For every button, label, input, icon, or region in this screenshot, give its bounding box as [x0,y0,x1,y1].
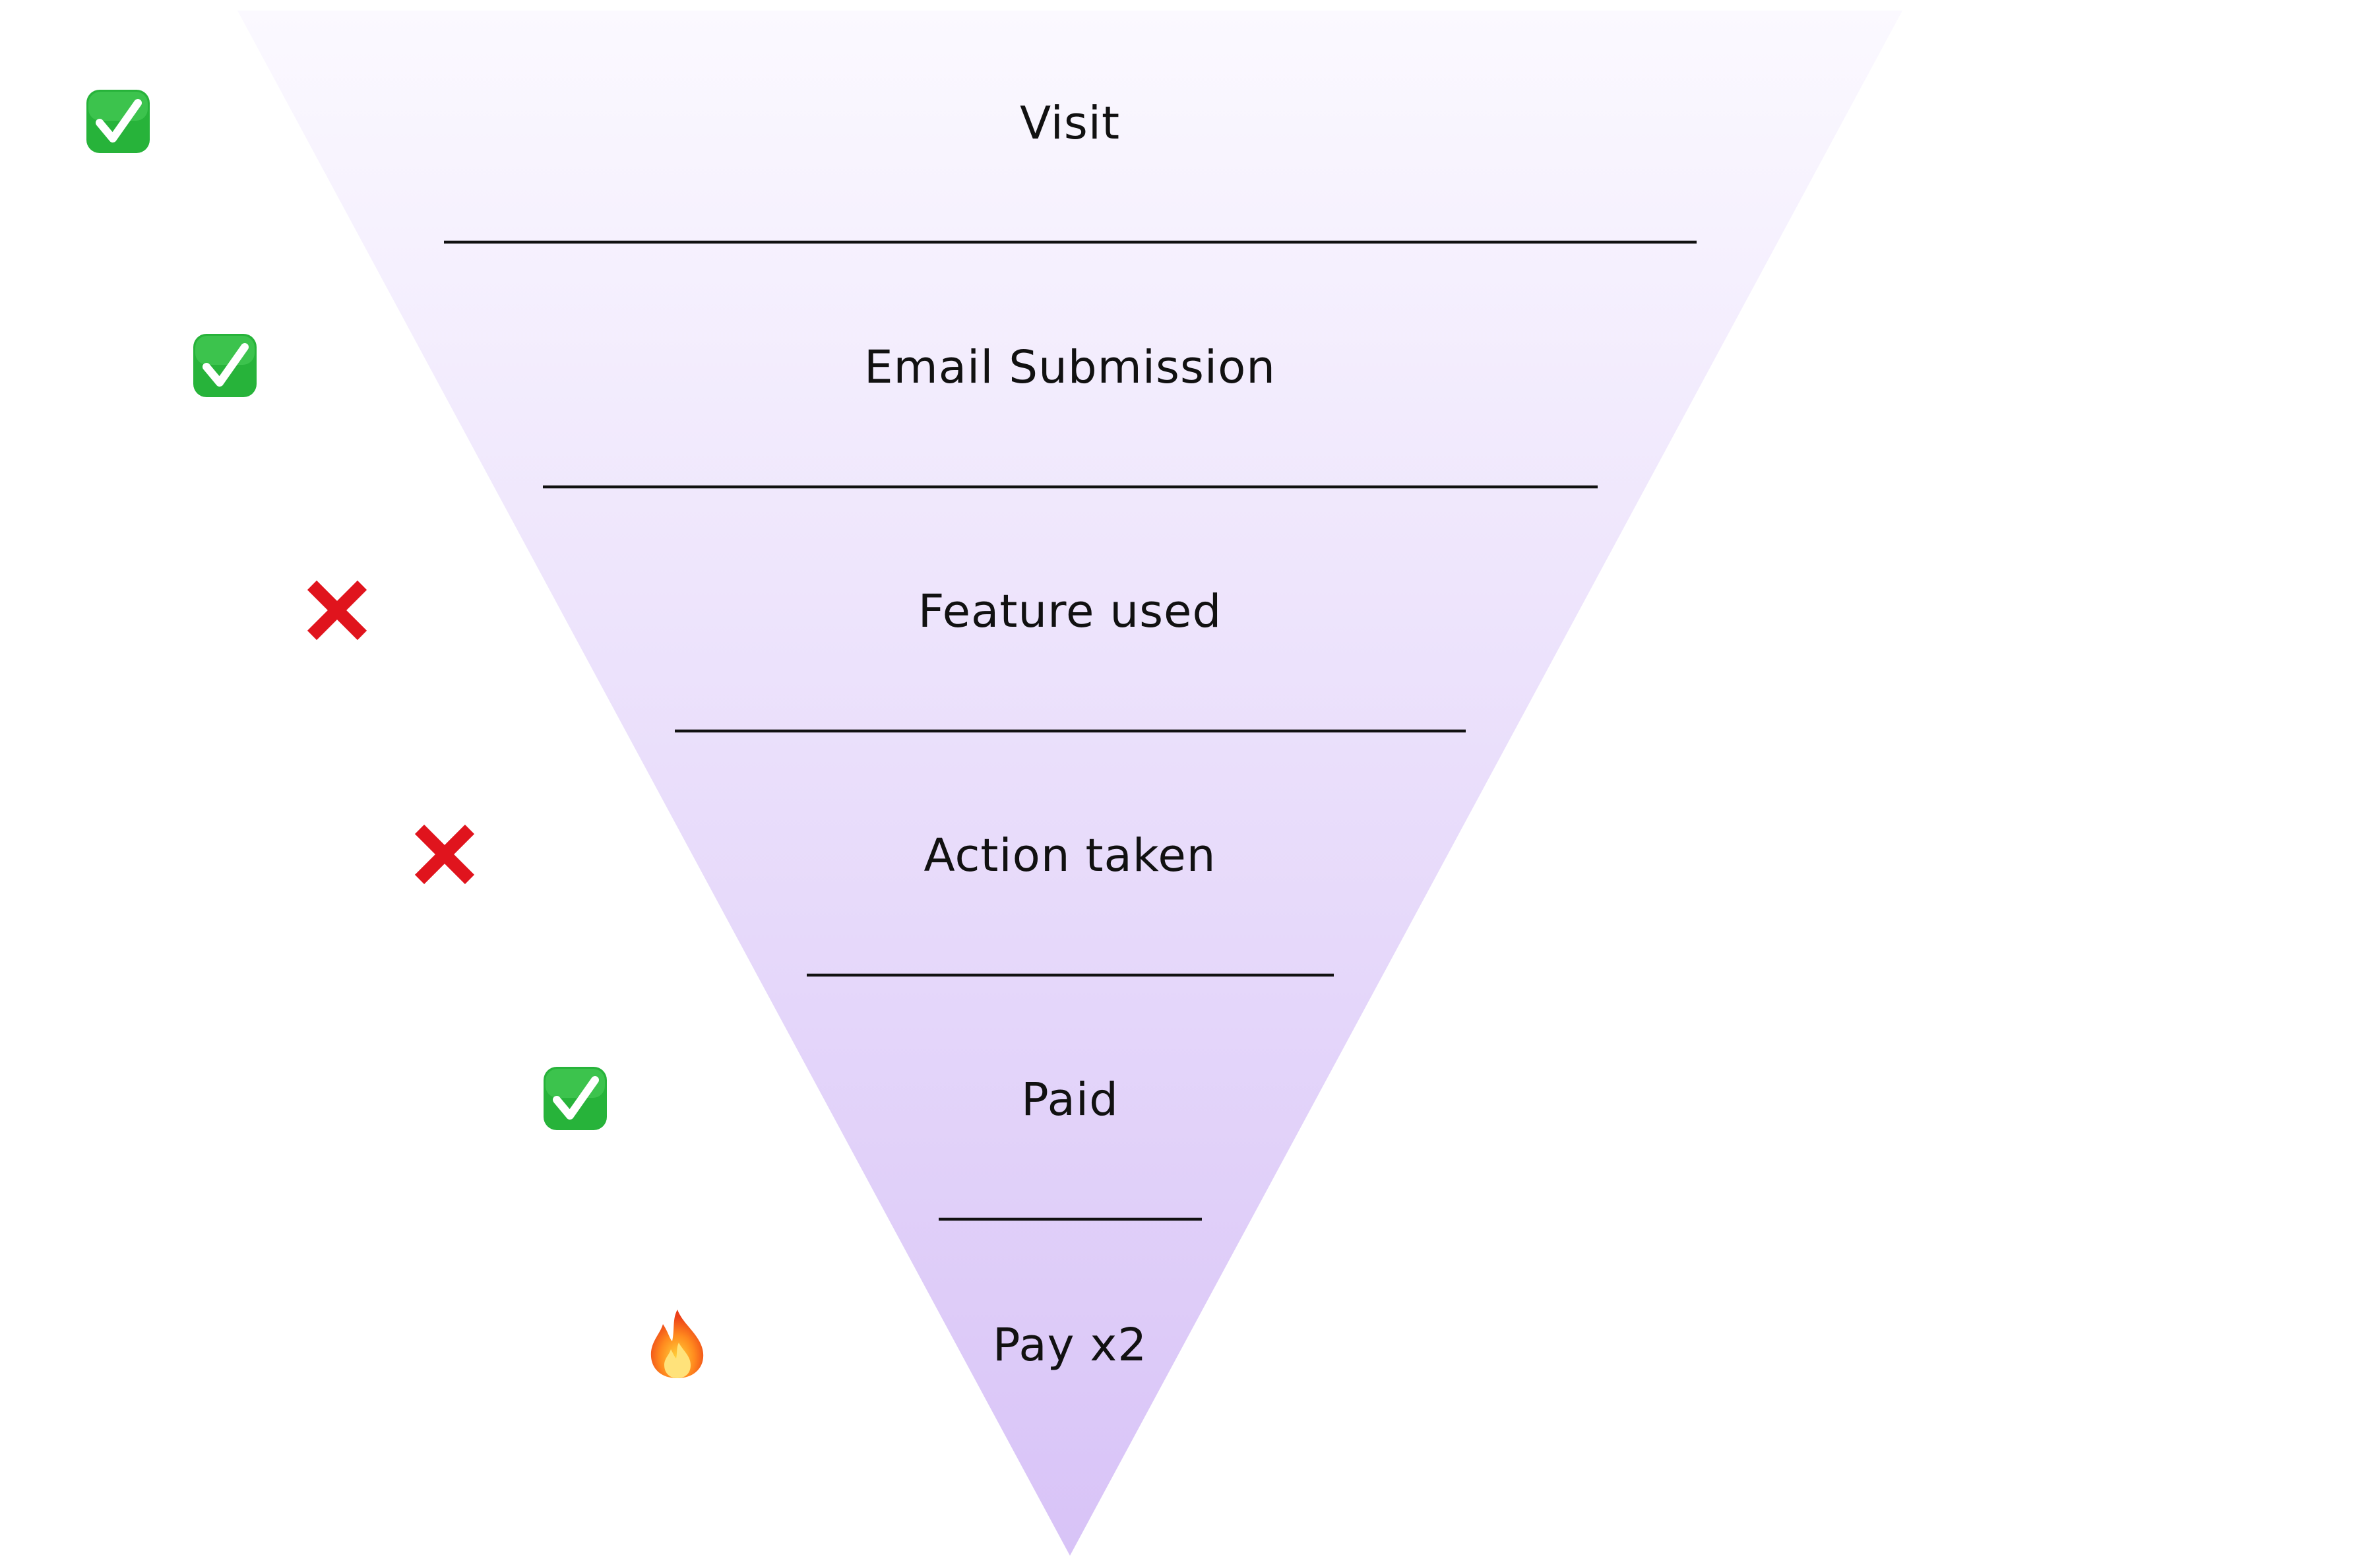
stage-label-feature-used: Feature used [918,585,1222,638]
cross-mark-icon [307,580,367,641]
check-mark-icon [86,90,150,153]
check-mark-icon [544,1067,607,1130]
funnel-dividers [444,240,1697,1221]
stage-label-paid: Paid [1021,1073,1119,1126]
stage-label-email-submission: Email Submission [864,341,1276,394]
cross-mark-icon [414,824,475,885]
funnel-shape [237,11,1902,1556]
check-mark-icon [193,334,257,397]
fire-icon [650,1310,704,1378]
stage-label-action-taken: Action taken [924,829,1216,882]
stage-label-pay-x2: Pay x2 [993,1319,1147,1372]
stage-label-visit: Visit [1020,97,1120,150]
stage-status-icons [86,90,704,1378]
funnel-stage-labels: Visit Email Submission Feature used Acti… [864,97,1276,1372]
